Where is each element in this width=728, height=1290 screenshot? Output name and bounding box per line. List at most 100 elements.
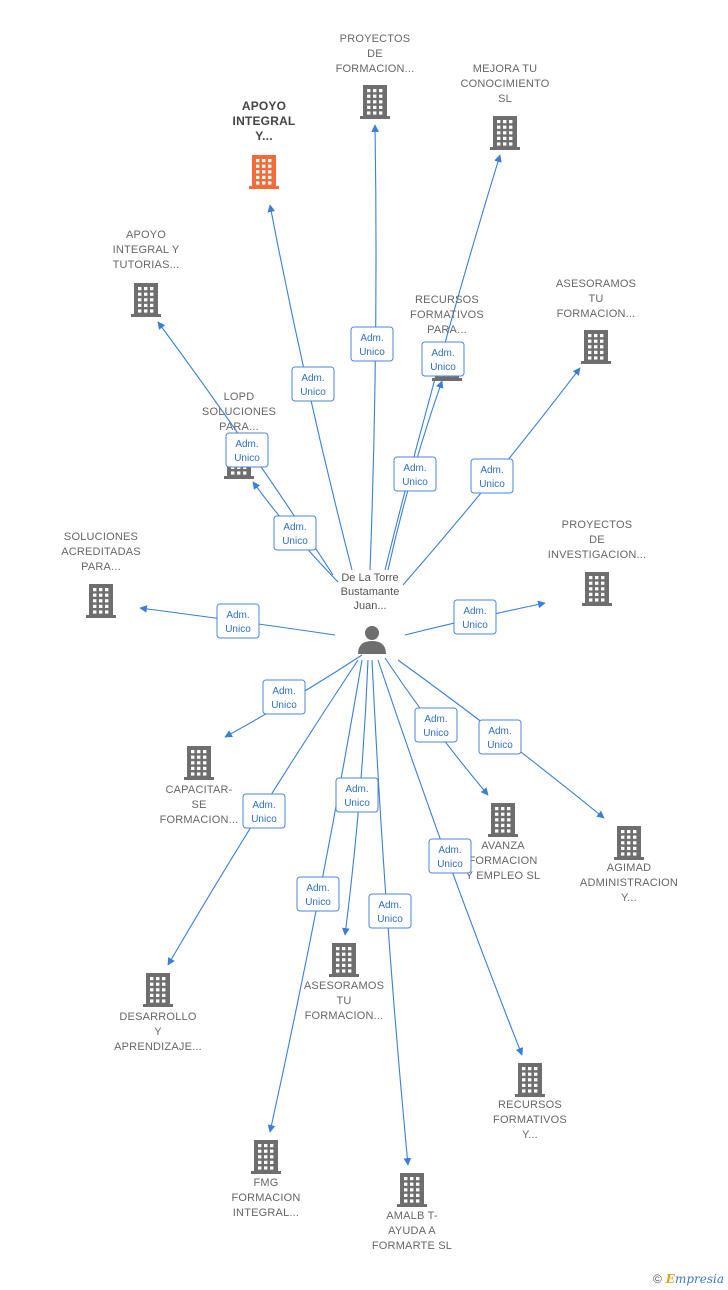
relation-badge: Adm. Unico — [428, 838, 472, 874]
company-label-line: DE — [589, 534, 605, 546]
building-icon — [490, 116, 520, 150]
building-icon — [515, 1063, 545, 1097]
company-node-mejora-tu-conocimiento-sl[interactable]: MEJORA TU CONOCIMIENTO SL — [461, 63, 550, 150]
company-label-line: AVANZA — [481, 840, 525, 852]
company-label-line: FORMATIVOS — [493, 1114, 567, 1126]
company-label-line: SOLUCIONES — [64, 531, 138, 543]
building-icon — [249, 155, 279, 189]
relation-role: Adm. — [403, 463, 426, 474]
relation-badge: Adm. Unico — [216, 603, 260, 639]
company-nodes: APOYOINTEGRALY...PROYECTOSDEFORMACION...… — [61, 33, 678, 1252]
copyright-icon: © — [652, 1272, 662, 1286]
company-label-line: AGIMAD — [607, 862, 652, 874]
relation-type: Unico — [300, 387, 326, 398]
company-node-agimad-administracion-y[interactable]: AGIMADADMINISTRACIONY... — [580, 826, 678, 904]
company-node-asesoramos-tu-formacion-2[interactable]: ASESORAMOSTUFORMACION... — [304, 943, 384, 1022]
relation-badge: Adm. Unico — [414, 707, 458, 743]
building-icon — [131, 283, 161, 317]
company-label-line: TU — [336, 995, 351, 1007]
company-node-fmg-formacion-integral[interactable]: FMGFORMACIONINTEGRAL... — [231, 1140, 300, 1219]
company-label-line: Y — [154, 1026, 162, 1038]
company-label-line: Y... — [255, 129, 272, 143]
company-label-line: INVESTIGACION... — [548, 549, 647, 561]
company-label-line: INTEGRAL Y — [113, 244, 180, 256]
relation-type: Unico — [225, 624, 251, 635]
company-label-line: ASESORAMOS — [556, 278, 636, 290]
company-label-line: FORMARTE SL — [372, 1240, 452, 1252]
relation-type: Unico — [251, 814, 277, 825]
company-label-line: FORMACION — [231, 1192, 300, 1204]
company-label-line: PARA... — [81, 561, 121, 573]
company-label-line: FORMATIVOS — [410, 309, 484, 321]
relation-badge: Adm.Unico — [335, 777, 379, 813]
company-node-soluciones-acreditadas-para[interactable]: SOLUCIONESACREDITADASPARA... — [61, 531, 141, 618]
relation-type: Unico — [487, 740, 513, 751]
relation-badge: Adm.Unico — [273, 515, 317, 551]
relation-badge: Adm. Unico — [393, 456, 437, 492]
company-label-line: FORMACION... — [336, 63, 415, 75]
company-node-proyectos-de-formacion[interactable]: PROYECTOSDEFORMACION... — [336, 33, 415, 119]
relation-role: Adm. — [252, 800, 275, 811]
company-label-line: DESARROLLO — [119, 1011, 196, 1023]
company-label-line: PROYECTOS — [562, 519, 633, 531]
company-node-proyectos-de-investigacion[interactable]: PROYECTOS DE INVESTIGACION... — [548, 519, 647, 606]
company-label-line: TU — [588, 293, 603, 305]
company-node-capacitar-se-formacion[interactable]: CAPACITAR- SE FORMACION... — [160, 746, 239, 826]
building-icon — [86, 584, 116, 618]
relation-type: Unico — [423, 728, 449, 739]
relation-role: Adm. — [378, 900, 401, 911]
relation-badge: Adm.Unico — [262, 679, 306, 715]
relation-type: Unico — [377, 914, 403, 925]
relation-role: Adm. — [438, 845, 461, 856]
company-label-line: FORMACION... — [160, 814, 239, 826]
relation-badge: Adm. Unico — [478, 719, 522, 755]
empresia-logo[interactable]: Empresia — [665, 1272, 724, 1286]
relation-badge: Adm.Unico — [470, 458, 514, 494]
company-label-line: AMALB T- — [386, 1210, 438, 1222]
relation-type: Unico — [462, 620, 488, 631]
company-label-line: APOYO — [242, 99, 286, 113]
relation-role: Adm. — [301, 373, 324, 384]
company-label-line: CONOCIMIENTO — [461, 78, 550, 90]
person-name-line: De La Torre — [341, 572, 398, 584]
relation-badges: Adm.UnicoAdm.UnicoAdm.UnicoAdm.UnicoAdm.… — [216, 326, 522, 929]
company-label-line: APRENDIZAJE... — [114, 1041, 202, 1053]
company-node-apoyo-integral-y[interactable]: APOYOINTEGRALY... — [233, 99, 296, 189]
company-label-line: RECURSOS — [498, 1099, 562, 1111]
relation-role: Adm. — [226, 610, 249, 621]
company-label-line: FMG — [253, 1177, 278, 1189]
company-label-line: ASESORAMOS — [304, 980, 384, 992]
relation-role: Adm. — [488, 726, 511, 737]
relation-type: Unico — [430, 362, 456, 373]
building-icon — [251, 1140, 281, 1174]
company-node-recursos-formativos-y[interactable]: RECURSOSFORMATIVOSY... — [493, 1063, 567, 1141]
person-name-line: Bustamante — [341, 586, 400, 598]
center-person-node[interactable]: De La TorreBustamanteJuan... — [341, 572, 400, 654]
company-label-line: APOYO — [126, 229, 166, 241]
building-icon — [184, 746, 214, 780]
company-label-line: PARA... — [219, 421, 259, 433]
company-label-line: LOPD — [224, 391, 255, 403]
company-label-line: SL — [498, 93, 512, 105]
relation-type: Unico — [271, 700, 297, 711]
relation-type: Unico — [234, 453, 260, 464]
company-label-line: SE — [191, 799, 206, 811]
company-label-line: INTEGRAL — [233, 114, 296, 128]
company-label-line: MEJORA TU — [473, 63, 538, 75]
relation-type: Unico — [402, 477, 428, 488]
relation-badge: Adm.Unico — [453, 599, 497, 635]
company-node-asesoramos-tu-formacion-1[interactable]: ASESORAMOSTUFORMACION... — [556, 278, 636, 364]
company-node-desarrollo-y-aprendizaje[interactable]: DESARROLLO Y APRENDIZAJE... — [114, 973, 202, 1053]
company-label-line: ADMINISTRACION — [580, 877, 678, 889]
footer-brand: © Empresia — [653, 1272, 724, 1286]
relation-badge: Adm. Unico — [291, 366, 335, 402]
relation-role: Adm. — [480, 465, 503, 476]
relation-type: Unico — [437, 859, 463, 870]
company-label-line: RECURSOS — [415, 294, 479, 306]
relation-badge: Adm. Unico — [242, 793, 286, 829]
relation-role: Adm. — [424, 714, 447, 725]
company-label-line: CAPACITAR- — [166, 784, 233, 796]
